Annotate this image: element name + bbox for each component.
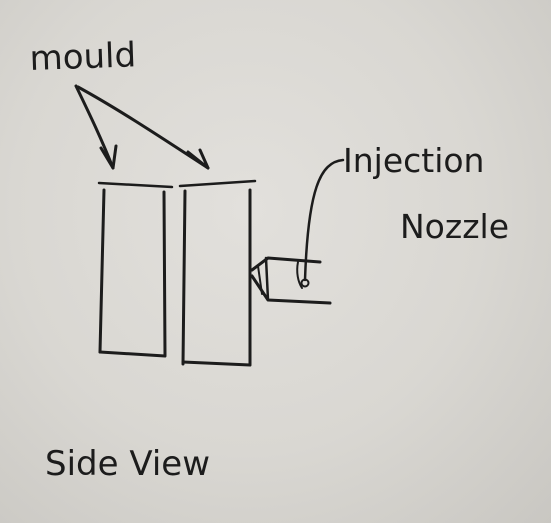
- arrow-left-mould: [74, 84, 115, 170]
- mould-left-outer-edge: [98, 188, 106, 354]
- mould-left-bottom-edge: [98, 350, 167, 358]
- mould-right-bottom-edge: [181, 360, 252, 367]
- nozzle-top-edge: [250, 256, 322, 272]
- nozzle-body-mark: [296, 261, 303, 289]
- side-view-label: Side View: [45, 444, 210, 484]
- leader-end-dot: [300, 278, 310, 288]
- mould-label: mould: [29, 35, 137, 79]
- nozzle-tip-line: [264, 256, 270, 302]
- mould-left-inner-edge: [162, 190, 167, 357]
- nozzle-inner-line: [257, 265, 263, 295]
- arrow-left-head: [99, 144, 118, 170]
- mould-left-top-edge: [97, 181, 174, 189]
- arrow-right-mould: [76, 85, 210, 170]
- mould-right-top-edge: [178, 179, 257, 188]
- mould-arrows: [74, 84, 210, 170]
- injection-label: Injection: [343, 141, 484, 180]
- nozzle-bottom-edge: [250, 274, 332, 305]
- nozzle-label: Nozzle: [400, 207, 509, 246]
- leader-line: [303, 158, 345, 282]
- mould-right-inner-edge: [181, 189, 187, 366]
- injection-nozzle: [250, 256, 332, 305]
- mould-half-left: [97, 181, 174, 358]
- mould-half-right: [178, 179, 257, 367]
- arrow-right-head: [186, 148, 210, 170]
- injection-nozzle-leader: [300, 158, 345, 288]
